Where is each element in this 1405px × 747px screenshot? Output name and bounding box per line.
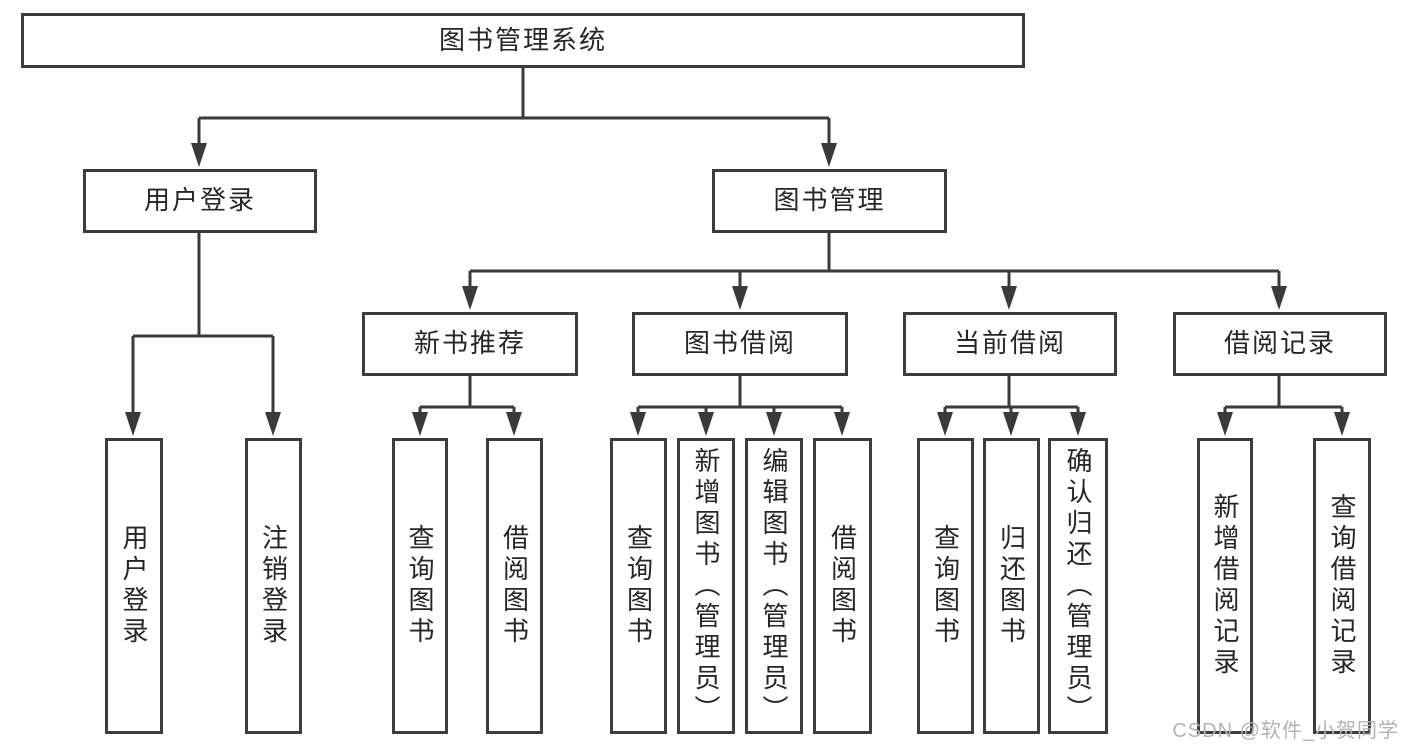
node-label: 借阅图书 (499, 524, 530, 648)
leaf-confirm-return-admin: 确认归还（管理员） (1048, 438, 1108, 734)
node-user-login: 用户登录 (83, 169, 317, 233)
node-borrowing-records: 借阅记录 (1173, 312, 1387, 376)
node-label: 新增借阅记录 (1210, 493, 1240, 679)
node-label: 借阅记录 (1223, 328, 1336, 359)
leaf-add-borrow-record: 新增借阅记录 (1197, 438, 1253, 734)
leaf-return-book: 归还图书 (983, 438, 1040, 734)
node-label: 新增图书（管理员） (691, 446, 721, 726)
node-label: 用户登录 (143, 185, 256, 216)
node-label: 编辑图书（管理员） (759, 446, 789, 726)
leaf-logout: 注销登录 (245, 438, 302, 734)
leaf-borrow-books-recommend: 借阅图书 (486, 438, 543, 734)
node-label: 查询图书 (623, 524, 654, 648)
leaf-query-borrow-record: 查询借阅记录 (1313, 438, 1371, 734)
node-label: 图书管理 (773, 185, 886, 216)
leaf-add-book-admin: 新增图书（管理员） (677, 438, 735, 734)
node-label: 确认归还（管理员） (1063, 446, 1093, 726)
leaf-query-books-current: 查询图书 (917, 438, 974, 734)
node-label: 查询借阅记录 (1327, 493, 1357, 679)
node-label: 用户登录 (119, 524, 149, 648)
leaf-query-books-recommend: 查询图书 (392, 438, 448, 734)
node-label: 注销登录 (258, 524, 289, 648)
node-new-book-recommendation: 新书推荐 (362, 312, 578, 376)
leaf-edit-book-admin: 编辑图书（管理员） (745, 438, 803, 734)
node-library-management-system: 图书管理系统 (21, 13, 1025, 68)
node-label: 借阅图书 (827, 524, 858, 648)
node-label: 当前借阅 (953, 328, 1066, 359)
node-label: 查询图书 (405, 524, 435, 648)
node-label: 图书管理系统 (438, 24, 607, 55)
leaf-borrow-books: 借阅图书 (813, 438, 872, 734)
node-label: 新书推荐 (413, 328, 526, 359)
node-current-borrowing: 当前借阅 (903, 312, 1117, 376)
node-label: 归还图书 (996, 524, 1027, 648)
arrowheads (125, 143, 1350, 436)
node-book-management: 图书管理 (712, 169, 947, 233)
leaf-user-login: 用户登录 (105, 438, 163, 734)
node-label: 图书借阅 (683, 328, 796, 359)
leaf-query-books-borrowing: 查询图书 (610, 438, 667, 734)
node-book-borrowing: 图书借阅 (632, 312, 848, 376)
node-label: 查询图书 (930, 524, 961, 648)
csdn-watermark: CSDN @软件_小贺同学 (1172, 720, 1399, 742)
